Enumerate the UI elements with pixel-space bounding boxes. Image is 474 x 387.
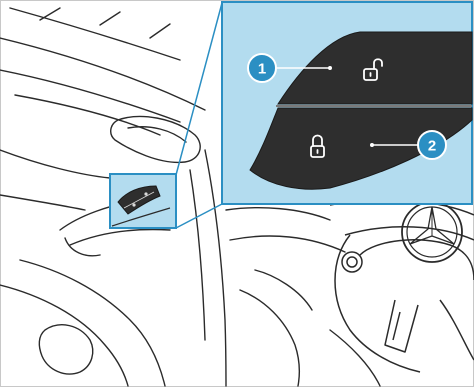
switch-highlight xyxy=(110,174,176,228)
switch-icon-small xyxy=(132,203,135,206)
callout-2-leader-dot xyxy=(370,143,374,147)
callout-1: 1 xyxy=(248,54,276,82)
switch-icon-small xyxy=(144,192,147,195)
detail-inset: 1 2 xyxy=(222,2,472,204)
callout-2-number: 2 xyxy=(428,138,436,155)
callout-1-number: 1 xyxy=(258,61,266,78)
callout-2: 2 xyxy=(418,131,446,159)
callout-1-leader-dot xyxy=(328,66,332,70)
